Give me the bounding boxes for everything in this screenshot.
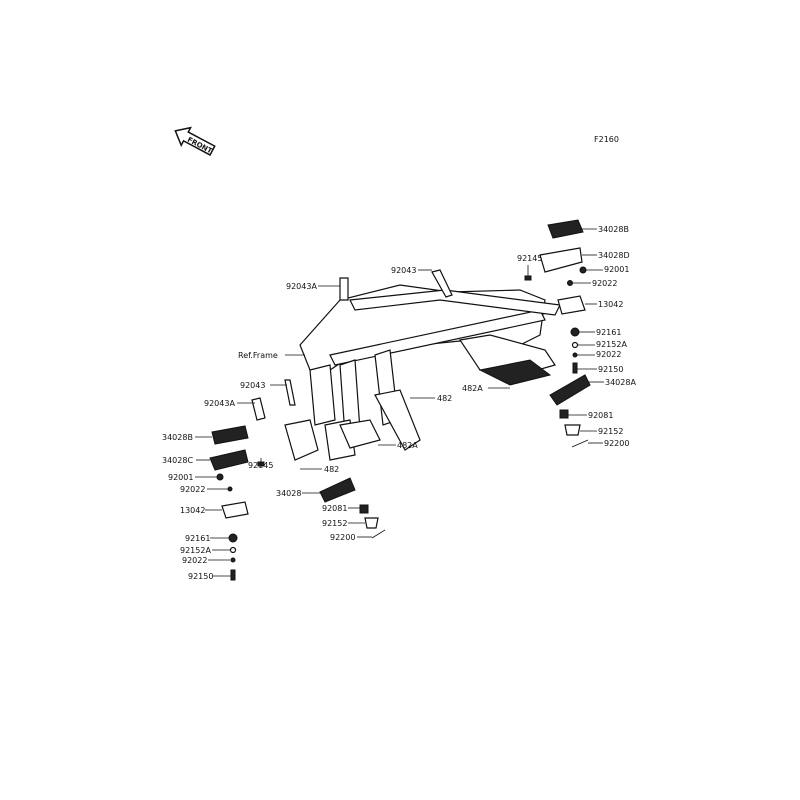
part-label-92161: 92161: [185, 534, 210, 543]
part-label-92043A: 92043A: [286, 282, 317, 291]
part-label-92081: 92081: [588, 411, 613, 420]
part-label-34028A: 34028A: [605, 378, 636, 387]
part-label-92022: 92022: [182, 556, 207, 565]
part-label-34028: 34028: [276, 489, 301, 498]
part-label-482A: 482A: [397, 441, 418, 450]
frame-illustration: [284, 269, 561, 461]
part-label-482: 482: [437, 394, 452, 403]
part-label-92022: 92022: [596, 350, 621, 359]
part-label-92200: 92200: [330, 533, 355, 542]
part-label-92145: 92145: [517, 254, 542, 263]
part-label-92001: 92001: [604, 265, 629, 274]
part-label-13042: 13042: [180, 506, 205, 515]
part-label-92200: 92200: [604, 439, 629, 448]
part-label-34028B: 34028B: [162, 433, 193, 442]
part-label-92022: 92022: [592, 279, 617, 288]
left-footpeg-parts: [209, 379, 296, 581]
part-label-92043A: 92043A: [204, 399, 235, 408]
part-label-92161: 92161: [596, 328, 621, 337]
right-footpeg-parts: [478, 219, 591, 448]
front-arrow-icon: FRONT: [174, 126, 216, 156]
part-label-92152A: 92152A: [180, 546, 211, 555]
part-label-92081: 92081: [322, 504, 347, 513]
part-label-482: 482: [324, 465, 339, 474]
part-label-92022: 92022: [180, 485, 205, 494]
part-label-34028B: 34028B: [598, 225, 629, 234]
part-label-92001: 92001: [168, 473, 193, 482]
part-label-482A: 482A: [462, 384, 483, 393]
part-label-34028D: 34028D: [598, 251, 630, 260]
diagram-code: F2160: [594, 135, 619, 144]
part-label-13042: 13042: [598, 300, 623, 309]
part-label-Ref.Frame: Ref.Frame: [238, 351, 278, 360]
part-label-92150: 92150: [188, 572, 213, 581]
part-label-92043: 92043: [391, 266, 416, 275]
part-label-34028C: 34028C: [162, 456, 193, 465]
leader-lines: [195, 228, 604, 577]
part-label-92145: 92145: [248, 461, 273, 470]
part-labels: 34028B34028D9200192022130429216192152A92…: [162, 225, 636, 581]
part-label-92152: 92152: [322, 519, 347, 528]
part-label-92043: 92043: [240, 381, 265, 390]
part-label-92152: 92152: [598, 427, 623, 436]
part-label-92152A: 92152A: [596, 340, 627, 349]
part-label-92150: 92150: [598, 365, 623, 374]
center-footpeg-parts: [319, 477, 386, 539]
